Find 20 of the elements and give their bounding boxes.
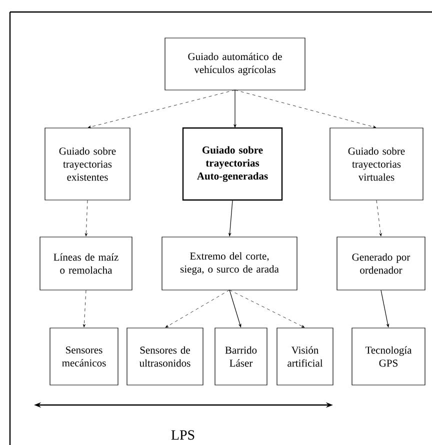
arrow — [84, 200, 88, 236]
dimension-label: LPS — [171, 430, 194, 440]
arrow — [88, 90, 236, 128]
arrow — [376, 200, 382, 236]
arrow — [234, 90, 376, 128]
text-box: Tecnología GPS — [352, 328, 426, 386]
text-box: Sensores de ultrasonidos — [126, 328, 204, 386]
text-box: Visión artificial — [276, 328, 334, 386]
text-box: Sensores mecánicos — [50, 328, 118, 386]
text-box: Guiado sobre trayectorias virtuales — [330, 128, 424, 200]
text-box: Guiado sobre trayectorias Auto-generadas — [182, 127, 283, 201]
text-box: Líneas de maíz o remolacha — [40, 236, 132, 290]
text-box: Guiado sobre trayectorias existentes — [44, 128, 130, 200]
text-box: Generado por ordenador — [336, 236, 426, 290]
text-box: Guiado automático de vehículos agrícolas — [164, 38, 306, 90]
arrow — [229, 290, 305, 328]
arrow — [82, 290, 86, 328]
arrow — [165, 290, 230, 328]
text-box: Extremo del corte, siega, o surco de arada — [162, 236, 298, 290]
text-box: Barrido Láser — [214, 328, 268, 386]
